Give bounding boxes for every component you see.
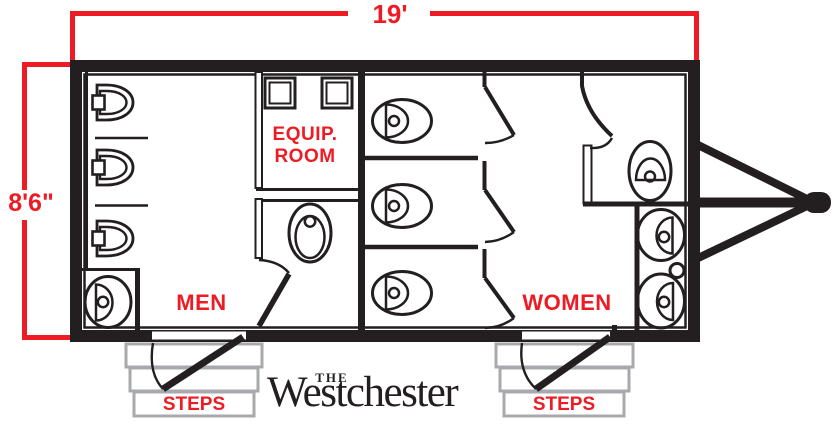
logo-name: Westchester xyxy=(267,369,459,416)
doors xyxy=(150,72,617,392)
fixtures xyxy=(83,76,686,330)
men-toilet-icon xyxy=(287,202,333,264)
women-sink-icon xyxy=(636,272,686,330)
equip-room-bottom-wall xyxy=(256,188,364,202)
men-steps-icon xyxy=(124,342,264,418)
entry-steps xyxy=(124,342,635,418)
men-stall-wall xyxy=(254,198,263,259)
height-dimension-line xyxy=(22,62,72,340)
women-stall-toilet-icon xyxy=(371,270,433,316)
trailer-hitch-icon xyxy=(688,139,831,264)
inner-wall-face xyxy=(83,73,687,329)
equipment-tank-icon xyxy=(320,76,354,110)
men-steps-label: STEPS xyxy=(162,394,226,415)
logo-prefix: THE xyxy=(315,370,349,385)
urinal-icon xyxy=(91,219,135,258)
women-sink-icon xyxy=(636,208,686,262)
urinal-icon xyxy=(91,83,135,122)
urinal-dividers xyxy=(95,136,148,207)
women-stall-partitions xyxy=(365,155,478,250)
women-stall-toilet-icon xyxy=(371,98,433,144)
equipment-tank-icon xyxy=(263,76,297,110)
women-corner-toilet-icon xyxy=(627,140,673,202)
width-dimension-label: 19' xyxy=(372,0,408,29)
equip-room-label-line2: ROOM xyxy=(274,146,336,167)
women-stall-door-icon xyxy=(482,249,516,330)
interior-walls xyxy=(82,71,688,331)
width-dimension-line xyxy=(70,11,699,63)
corner-room-wall xyxy=(582,144,593,205)
height-dimension-label: 8'6" xyxy=(8,189,54,217)
women-entry-door-icon xyxy=(520,325,617,392)
dimension-lines xyxy=(22,11,699,340)
dispenser-icon xyxy=(668,262,686,279)
women-stall-toilet-icon xyxy=(371,183,433,229)
equip-room-label-line1: EQUIP. xyxy=(272,124,338,145)
women-stall-door-icon xyxy=(482,72,516,145)
women-steps-label: STEPS xyxy=(532,394,596,415)
men-stall-door-icon xyxy=(256,258,292,328)
men-entry-door-icon xyxy=(150,334,245,392)
men-doorway-opening xyxy=(152,331,246,340)
men-sink-icon xyxy=(83,275,133,329)
women-steps-icon xyxy=(494,342,635,418)
women-stall-door-icon xyxy=(482,161,516,244)
women-doorway-opening xyxy=(522,331,610,340)
women-room-label: WOMEN xyxy=(522,290,612,315)
corner-room-door-icon xyxy=(580,72,614,150)
men-room-label: MEN xyxy=(176,290,227,315)
urinal-icon xyxy=(91,148,135,187)
equip-room-label: EQUIP. ROOM xyxy=(257,124,353,168)
